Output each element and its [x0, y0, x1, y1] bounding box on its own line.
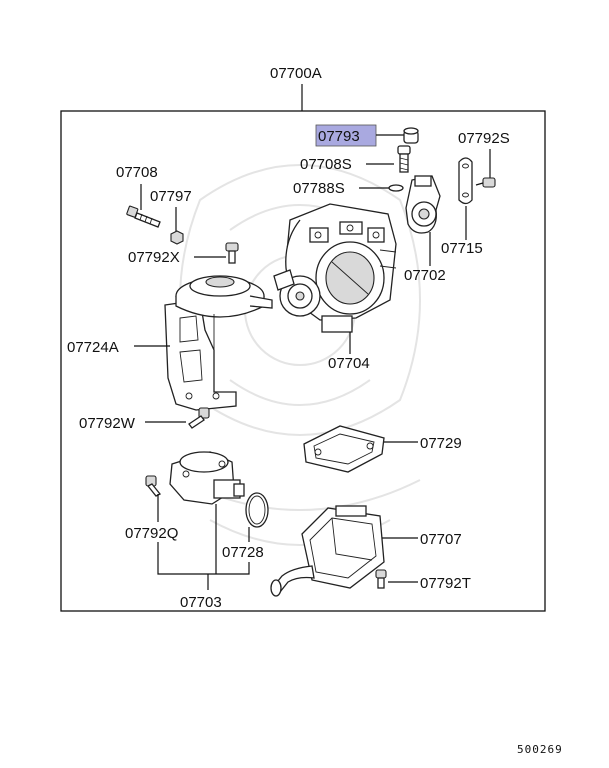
part-07793-cap — [403, 127, 419, 144]
label-07729[interactable]: 07729 — [420, 435, 462, 452]
label-07792X[interactable]: 07792X — [128, 249, 180, 266]
part-07792X-bolt — [225, 242, 239, 264]
diagram-frame — [60, 110, 546, 612]
label-07707[interactable]: 07707 — [420, 531, 462, 548]
part-07708-bolt — [126, 205, 161, 228]
part-07792Q-bolt — [145, 475, 162, 497]
label-07703[interactable]: 07703 — [180, 594, 222, 611]
part-07792W-bolt — [188, 407, 210, 429]
label-07724A[interactable]: 07724A — [67, 339, 119, 356]
part-07724A-bracket — [164, 299, 237, 411]
label-07715[interactable]: 07715 — [441, 240, 483, 257]
label-07792S[interactable]: 07792S — [458, 130, 510, 147]
label-07702[interactable]: 07702 — [404, 267, 446, 284]
label-07797[interactable]: 07797 — [150, 188, 192, 205]
part-07715-bracket — [458, 157, 473, 205]
leader-07703-group — [157, 542, 250, 575]
label-07792T[interactable]: 07792T — [420, 575, 471, 592]
label-07792Q[interactable]: 07792Q — [125, 525, 178, 542]
part-07708S-screw — [397, 145, 411, 173]
part-07728-oring — [245, 492, 269, 528]
part-07724A-diaphragm — [175, 275, 273, 358]
part-07703-iac-valve — [169, 451, 245, 505]
part-07797-nut — [170, 230, 184, 245]
label-07704[interactable]: 07704 — [328, 355, 370, 372]
part-07729-gasket — [303, 425, 385, 473]
part-07792T-bolt — [375, 569, 387, 589]
part-07792S-bolt — [475, 177, 496, 188]
part-07788S-oring — [388, 184, 404, 192]
label-07788S[interactable]: 07788S — [293, 180, 345, 197]
part-07704-throttle-body — [273, 203, 397, 333]
figure-code: 500269 — [517, 743, 563, 756]
label-07792W[interactable]: 07792W — [79, 415, 136, 432]
label-07728[interactable]: 07728 — [222, 544, 264, 561]
label-07708S[interactable]: 07708S — [300, 156, 352, 173]
label-07793[interactable]: 07793 — [318, 128, 360, 145]
label-07708[interactable]: 07708 — [116, 164, 158, 181]
part-07707-chamber — [270, 505, 385, 597]
label-07700A: 07700A — [270, 65, 322, 82]
part-07702-sensor — [405, 175, 441, 234]
